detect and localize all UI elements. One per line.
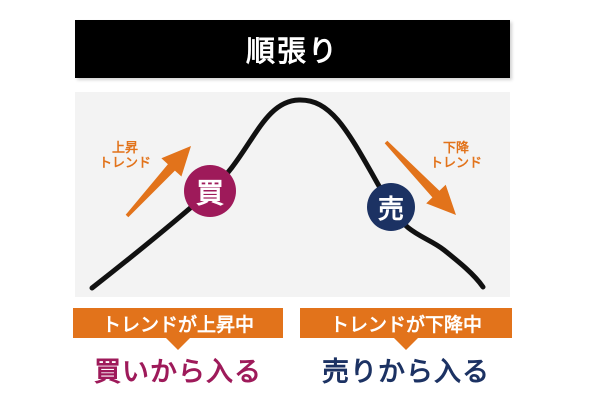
downtrend-tag-notch bbox=[394, 338, 418, 350]
page-title: 順張り bbox=[75, 20, 510, 78]
buy-action-text: 買いから入る bbox=[94, 357, 262, 387]
downtrend-tag-text: トレンドが下降中 bbox=[329, 314, 482, 336]
page-title-text: 順張り bbox=[245, 36, 339, 68]
sell-action-text: 売りから入る bbox=[322, 357, 490, 387]
chart-panel bbox=[75, 92, 510, 297]
uptrend-label-line2: トレンド bbox=[98, 155, 151, 170]
downtrend-tag: トレンドが下降中 bbox=[300, 308, 512, 338]
uptrend-tag: トレンドが上昇中 bbox=[73, 308, 283, 338]
downtrend-label: 下降 トレンド bbox=[424, 140, 488, 170]
uptrend-label: 上昇 トレンド bbox=[93, 140, 157, 170]
downtrend-label-line2: トレンド bbox=[429, 155, 482, 170]
uptrend-tag-notch bbox=[166, 338, 190, 350]
downtrend-label-line1: 下降 bbox=[442, 140, 469, 155]
uptrend-label-line1: 上昇 bbox=[111, 140, 138, 155]
uptrend-tag-text: トレンドが上昇中 bbox=[101, 314, 254, 336]
